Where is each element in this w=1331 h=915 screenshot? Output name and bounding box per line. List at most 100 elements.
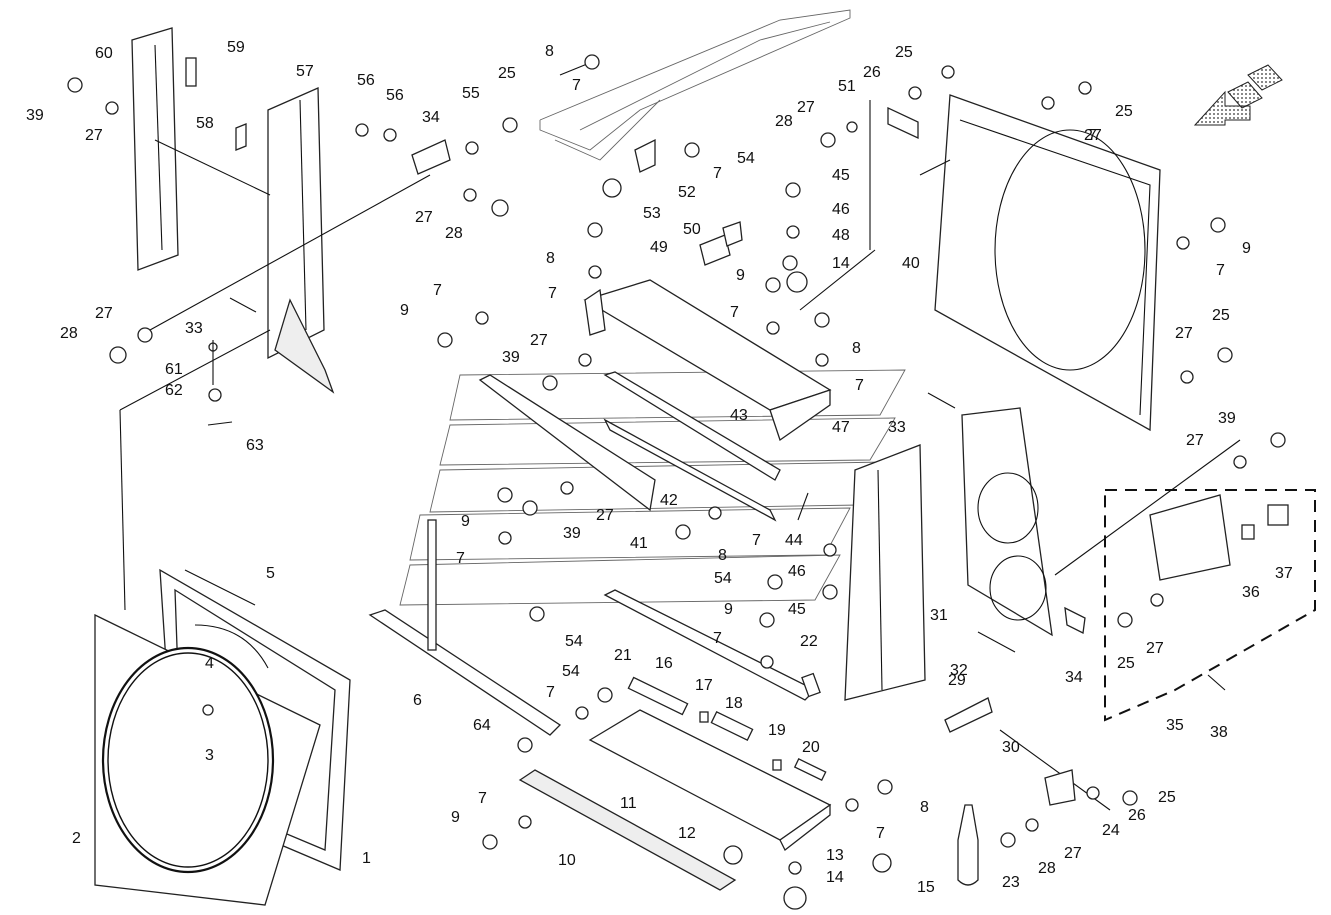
frame-6 bbox=[368, 519, 562, 736]
callout-32: 32 bbox=[950, 662, 968, 679]
callout-28d: 28 bbox=[1038, 860, 1056, 877]
base-plate-11 bbox=[588, 709, 832, 851]
sealant-tube-23 bbox=[957, 804, 979, 886]
callout-56a: 56 bbox=[357, 72, 375, 89]
callout-8e: 8 bbox=[920, 799, 929, 816]
callout-27c: 27 bbox=[415, 209, 433, 226]
callout-46a: 46 bbox=[832, 201, 850, 218]
callout-5: 5 bbox=[266, 565, 275, 582]
callout-30: 30 bbox=[1002, 739, 1020, 756]
callout-7a: 7 bbox=[572, 77, 581, 94]
strip-10 bbox=[518, 769, 737, 891]
crossmember-47 bbox=[583, 279, 832, 442]
callout-48: 48 bbox=[832, 227, 850, 244]
callout-51: 51 bbox=[838, 78, 856, 95]
crossmember-43 bbox=[603, 371, 781, 481]
callout-7i: 7 bbox=[456, 550, 465, 567]
callout-17: 17 bbox=[695, 677, 713, 694]
callout-18: 18 bbox=[725, 695, 743, 712]
small-parts bbox=[207, 106, 1289, 806]
strip-33b bbox=[927, 392, 956, 409]
callout-7m: 7 bbox=[478, 790, 487, 807]
callout-27a: 27 bbox=[85, 127, 103, 144]
callout-49: 49 bbox=[650, 239, 668, 256]
callout-39a: 39 bbox=[26, 107, 44, 124]
callout-labels: 1 2 3 4 5 6 7 7 7 7 7 7 7 7 7 7 7 7 7 7 … bbox=[26, 39, 1293, 896]
clip-36 bbox=[1241, 524, 1255, 540]
callout-7g: 7 bbox=[1216, 262, 1225, 279]
strip-32 bbox=[977, 631, 1016, 653]
callout-27f: 27 bbox=[530, 332, 548, 349]
ghost-chassis-frame bbox=[539, 9, 851, 161]
callout-35: 35 bbox=[1166, 717, 1184, 734]
callout-40: 40 bbox=[902, 255, 920, 272]
callout-50: 50 bbox=[683, 221, 701, 238]
callout-27e: 27 bbox=[1084, 127, 1102, 144]
callout-42: 42 bbox=[660, 492, 678, 509]
callout-1: 1 bbox=[362, 850, 371, 867]
callout-7e: 7 bbox=[730, 304, 739, 321]
strip-4 bbox=[194, 624, 269, 669]
callout-24: 24 bbox=[1102, 822, 1120, 839]
callout-7f: 7 bbox=[1088, 127, 1097, 144]
crossmember-41 bbox=[603, 418, 777, 522]
callout-25a: 25 bbox=[895, 44, 913, 61]
side-panel-29 bbox=[844, 444, 926, 701]
callout-28c: 28 bbox=[775, 113, 793, 130]
bracket-51 bbox=[887, 106, 919, 140]
callout-21: 21 bbox=[614, 647, 632, 664]
side-panel-60 bbox=[131, 27, 179, 271]
callout-23: 23 bbox=[1002, 874, 1020, 891]
callout-54c: 54 bbox=[562, 663, 580, 680]
strip-38 bbox=[1207, 674, 1226, 691]
bracket-30 bbox=[944, 697, 993, 733]
callout-9e: 9 bbox=[724, 601, 733, 618]
callout-14b: 14 bbox=[826, 869, 844, 886]
callout-8a: 8 bbox=[545, 43, 554, 60]
plate-35 bbox=[1149, 494, 1231, 581]
callout-38: 38 bbox=[1210, 724, 1228, 741]
callout-3: 3 bbox=[205, 747, 214, 764]
callout-10: 10 bbox=[558, 852, 576, 869]
callout-9f: 9 bbox=[451, 809, 460, 826]
callout-26a: 26 bbox=[863, 64, 881, 81]
bracket-52 bbox=[634, 138, 656, 173]
callout-56b: 56 bbox=[386, 87, 404, 104]
bracket-50 bbox=[722, 221, 743, 247]
callout-8b: 8 bbox=[546, 250, 555, 267]
callout-54d: 54 bbox=[714, 570, 732, 587]
callout-39b: 39 bbox=[502, 349, 520, 366]
bracket-24 bbox=[1044, 769, 1076, 806]
callout-7l: 7 bbox=[546, 684, 555, 701]
callout-25c: 25 bbox=[1115, 103, 1133, 120]
fan-shroud-40 bbox=[934, 94, 1161, 432]
callout-59: 59 bbox=[227, 39, 245, 56]
callout-52: 52 bbox=[678, 184, 696, 201]
pin-63 bbox=[207, 421, 233, 426]
callout-47: 47 bbox=[832, 419, 850, 436]
callout-19: 19 bbox=[768, 722, 786, 739]
callout-43: 43 bbox=[730, 407, 748, 424]
strip-5 bbox=[184, 569, 256, 606]
callout-7b: 7 bbox=[713, 165, 722, 182]
callout-14a: 14 bbox=[832, 255, 850, 272]
callout-34a: 34 bbox=[422, 109, 440, 126]
callout-9a: 9 bbox=[400, 302, 409, 319]
block-20 bbox=[793, 758, 827, 782]
nut-54 bbox=[684, 142, 700, 158]
callout-25e: 25 bbox=[1117, 655, 1135, 672]
callout-62: 62 bbox=[165, 382, 183, 399]
block-17 bbox=[699, 711, 709, 723]
callout-7n: 7 bbox=[876, 825, 885, 842]
callout-26b: 26 bbox=[1128, 807, 1146, 824]
callout-39d: 39 bbox=[1218, 410, 1236, 427]
callout-28a: 28 bbox=[445, 225, 463, 242]
callout-25f: 25 bbox=[1158, 789, 1176, 806]
callout-7j: 7 bbox=[752, 532, 761, 549]
seal-ring-inner bbox=[107, 652, 269, 868]
callout-9b: 9 bbox=[736, 267, 745, 284]
callout-61: 61 bbox=[165, 361, 183, 378]
callout-2: 2 bbox=[72, 830, 81, 847]
bracket-34 bbox=[411, 139, 451, 175]
callout-27i: 27 bbox=[1186, 432, 1204, 449]
